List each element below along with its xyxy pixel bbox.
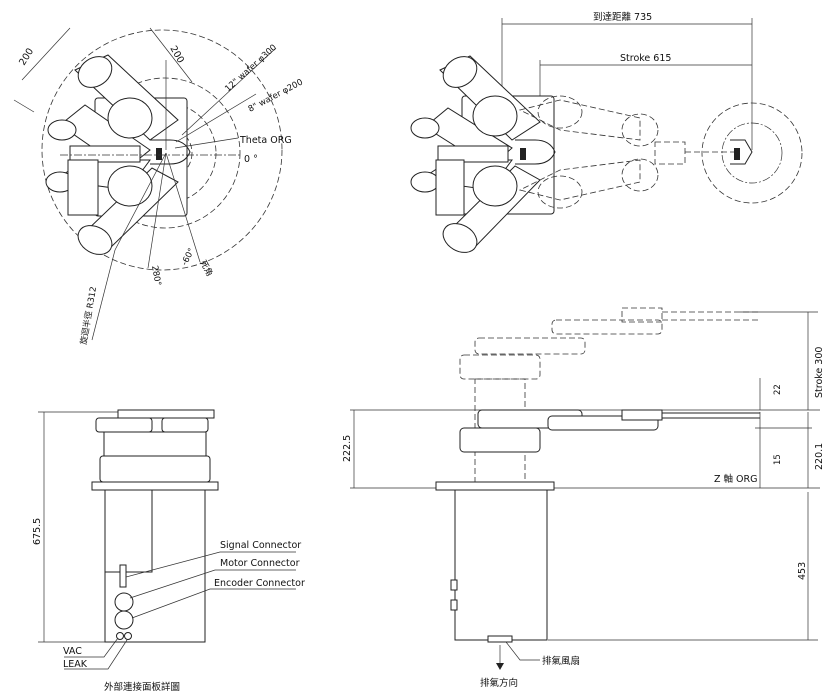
exhaust-fan: [487, 635, 513, 643]
end-effector-side: [621, 409, 663, 421]
rotation-radius-label: 旋迴半徑 R312: [78, 286, 99, 346]
raised-arm-dashed: [459, 307, 760, 490]
joint-disc-left: [95, 417, 153, 433]
panel-detail-caption: 外部連接面板詳圖: [104, 681, 180, 693]
dim-453-label: 453: [797, 562, 808, 580]
wafer-12-label: 12" wafer φ300: [223, 43, 279, 94]
z-axis-org-label: Z 軸 ORG: [714, 473, 758, 485]
exhaust-direction-label: 排氣方向: [480, 677, 518, 689]
wafer-8-label: 8" wafer φ200: [247, 77, 305, 114]
dim-222-5-label: 222.5: [342, 435, 353, 462]
end-effector: [150, 139, 191, 165]
theta-org-label: Theta ORG: [239, 135, 292, 146]
dim-15-label: 15: [773, 454, 783, 465]
rotation-radius-circle: [41, 29, 283, 271]
vac-label: VAC: [63, 646, 82, 657]
vac-port: [116, 632, 124, 640]
signal-connector-label: Signal Connector: [220, 540, 301, 551]
bottom-left-side-view: 675.5 Signal Connector Motor Connector E…: [32, 409, 305, 693]
upper-housing: [103, 431, 207, 459]
bottom-right-side-view: 222.5 22 15 Stroke 300 220.1 453 Z 軸 ORG: [342, 307, 825, 689]
joint-disc-right: [161, 417, 209, 433]
dead-angle-label: 死角: [197, 258, 215, 278]
wafer-circle-extended: [701, 102, 803, 204]
dim-200-right: 200: [167, 44, 186, 65]
lower-joint-disc: [459, 427, 541, 453]
exhaust-fan-label: 排氣風扇: [542, 655, 580, 667]
leak-port: [124, 632, 132, 640]
signal-connector: [119, 564, 127, 588]
reach-distance-label: 到達距離 735: [593, 11, 652, 23]
zero-degree-label: 0 °: [244, 154, 258, 165]
motor-connector: [114, 592, 134, 612]
angle-neg60-label: -60°: [180, 247, 197, 268]
middle-housing: [99, 455, 211, 483]
dim-22-label: 22: [773, 384, 783, 395]
dim-220-1-label: 220.1: [814, 443, 825, 470]
angle-280-label: 280°: [149, 265, 162, 287]
top-left-plan-view: 200 200 12" wafer φ300 8" wafer φ200 The…: [13, 27, 305, 346]
dim-200-left: 200: [17, 46, 36, 67]
base-plate-right: [435, 481, 555, 491]
exhaust-arrow-icon: [496, 663, 504, 670]
motor-connector-label: Motor Connector: [220, 558, 300, 569]
base-plate: [91, 481, 219, 491]
arm-links: [45, 54, 179, 255]
dim-675-5-label: 675.5: [32, 518, 43, 545]
end-effector-extended: [730, 139, 753, 165]
stroke-300-label: Stroke 300: [814, 347, 825, 398]
column-body-right: [454, 489, 548, 641]
encoder-connector-label: Encoder Connector: [214, 578, 305, 589]
leak-label: LEAK: [63, 659, 88, 670]
encoder-connector: [114, 610, 134, 630]
stroke-615-label: Stroke 615: [620, 53, 671, 64]
top-right-extended-view: 到達距離 735 Stroke 615: [410, 11, 803, 253]
extended-arm-dashed: [518, 95, 735, 209]
